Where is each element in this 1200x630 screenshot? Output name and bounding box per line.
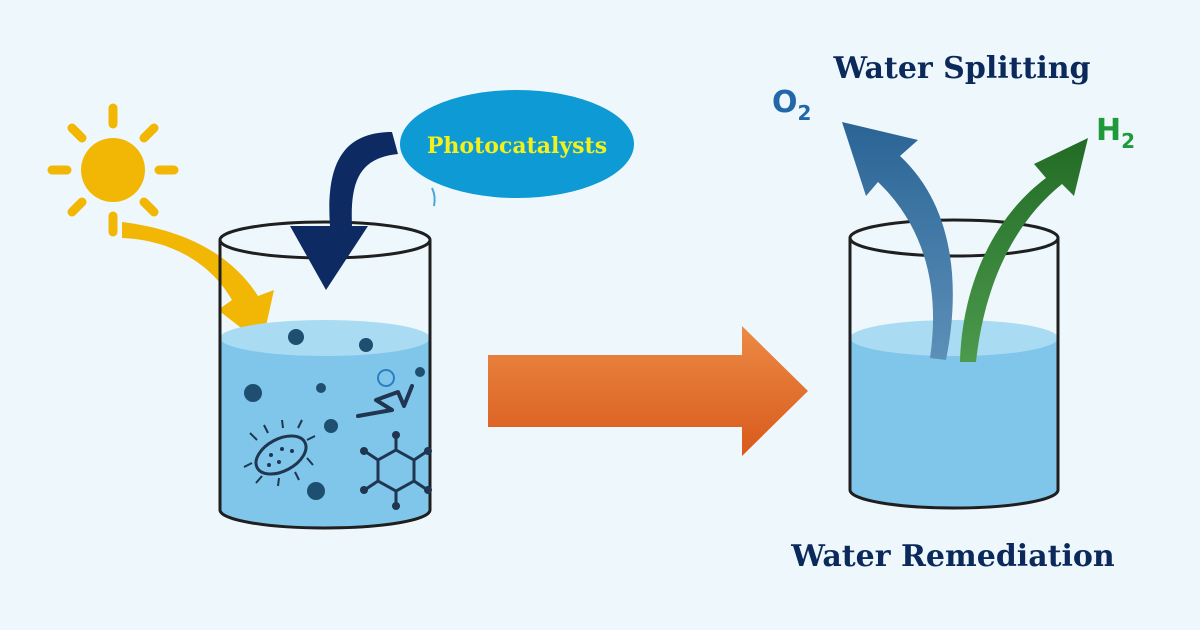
process-arrow	[488, 326, 808, 456]
oxygen-arrow	[842, 122, 953, 360]
pollutant-particles	[244, 329, 425, 500]
right-water-surface	[850, 320, 1058, 356]
sun-icon	[47, 103, 179, 237]
photocatalysts-bubble	[400, 90, 634, 207]
right-beaker-rim	[848, 218, 1060, 258]
water-remediation-title: Water Remediation	[790, 539, 1115, 574]
hydrogen-label: H2	[1096, 113, 1135, 153]
photocatalysts-label: Photocatalysts	[427, 133, 607, 159]
photocatalyst-arrow	[290, 132, 398, 290]
right-water-body	[850, 338, 1058, 508]
sunlight-arrow	[122, 222, 274, 344]
oxygen-label: O2	[772, 85, 811, 125]
left-water-surface	[220, 320, 430, 356]
right-beaker	[848, 218, 1060, 510]
sun-rays	[47, 103, 179, 237]
hydrogen-arrow	[960, 138, 1088, 362]
oxygen-subscript: 2	[798, 101, 812, 125]
hydrogen-symbol: H	[1096, 113, 1121, 148]
polymer-chain-icon	[356, 384, 414, 418]
hydrogen-subscript: 2	[1121, 129, 1135, 153]
water-splitting-title: Water Splitting	[832, 51, 1090, 86]
hexagon-molecule-icon	[360, 431, 432, 510]
sun-disc	[81, 138, 145, 202]
oxygen-symbol: O	[772, 85, 798, 120]
bacterium-icon	[243, 419, 316, 487]
